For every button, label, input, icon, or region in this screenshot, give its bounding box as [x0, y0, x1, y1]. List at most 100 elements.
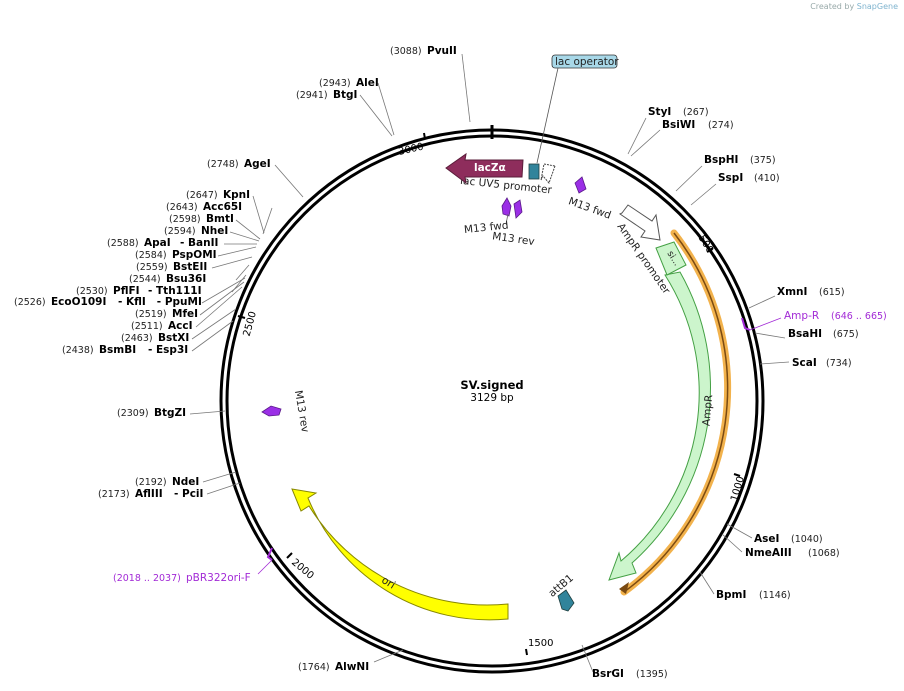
primer-ori-f-name: pBR322ori-F: [186, 572, 251, 584]
site-bsphi-pos: (375): [750, 155, 776, 166]
leader-ndei: [202, 471, 237, 483]
site-alei-pos: (2943): [319, 78, 351, 89]
site-ecoo109i-extra: - KflI - PpuMI: [118, 296, 202, 308]
site-styi-name: StyI: [648, 106, 671, 118]
primer-amp-r-name: Amp-R: [784, 310, 819, 322]
site-btgi-pos: (2941): [296, 90, 328, 101]
site-nhei-name: NheI: [201, 225, 228, 237]
leader-bsphi: [675, 165, 703, 192]
site-acc65i-name: Acc65I: [203, 201, 242, 213]
site-btgzi-pos: (2309): [117, 408, 149, 419]
site-bmti-name: BmtI: [206, 213, 234, 225]
leader-pvuii: [461, 53, 471, 123]
ampr-orf-line: [623, 232, 729, 593]
site-bsu36i-name: Bsu36I: [166, 273, 206, 285]
primer-amp-r-mark: [741, 317, 751, 331]
m13-fwd-label-pair: M13 fwd: [463, 219, 509, 236]
leader-bsmbi: [191, 320, 234, 352]
leader-btgzi: [189, 410, 226, 415]
site-bsphi-name: BspHI: [704, 154, 738, 166]
m13-rev-label-pair: M13 rev: [491, 230, 535, 248]
tick-mark-2500: [237, 315, 246, 319]
leader-afliii: [206, 482, 241, 495]
site-acci-pos: (2511): [131, 321, 163, 332]
lac-uv5-promoter-arrow: [540, 163, 556, 184]
site-pspomi-pos: (2584): [135, 250, 167, 261]
leader-styi: [627, 117, 647, 155]
tick-mark-2000: [286, 552, 293, 559]
leader-bpmi: [699, 571, 715, 595]
lac-operator-feature: [528, 163, 540, 180]
site-scai-name: ScaI: [792, 357, 817, 369]
signal-sequence: [655, 241, 687, 276]
site-bsahi-name: BsaHI: [788, 328, 822, 340]
ampr-orf-arrowhead: [619, 582, 629, 594]
plasmid-length: 3129 bp: [470, 392, 514, 404]
site-pvuii-pos: (3088): [390, 46, 422, 57]
leader-asei: [726, 523, 753, 539]
primer-ori-f-range: (2018 .. 2037): [113, 573, 181, 584]
site-afliii-extra: - PciI: [174, 488, 203, 500]
tick-label-2500: 2500: [242, 310, 259, 337]
primer-amp-r-range: (646 .. 665): [831, 311, 887, 322]
site-agei-pos: (2748): [207, 159, 239, 170]
primer-ori-f-mark: [266, 547, 273, 561]
leader-nhei: [229, 231, 260, 242]
site-bmti-pos: (2598): [169, 214, 201, 225]
leader-acci: [195, 286, 243, 328]
leader-btgi: [359, 94, 393, 137]
leader-kpni: [252, 195, 265, 234]
site-alwni-name: AlwNI: [335, 661, 369, 673]
primer-amp-r-leader: [749, 317, 782, 331]
site-bsrgi-pos: (1395): [636, 669, 668, 680]
site-bsmbi-pos: (2438): [62, 345, 94, 356]
site-bsmbi-extra: - Esp3I: [148, 344, 188, 356]
site-pspomi-name: PspOMI: [172, 249, 217, 261]
site-nmeaiii-name: NmeAIII: [745, 547, 792, 559]
tick-mark-1500: [525, 648, 528, 656]
site-bstxi-name: BstXI: [158, 332, 189, 344]
leader-nmeaiii: [721, 533, 743, 553]
site-kpni-name: KpnI: [223, 189, 250, 201]
site-ndei-pos: (2192): [135, 477, 167, 488]
site-agei-name: AgeI: [244, 158, 271, 170]
m13-fwd-label-right: M13 fwd: [567, 195, 613, 222]
site-bsu36i-pos: (2544): [129, 274, 161, 285]
leader-bsu36i: [235, 264, 250, 281]
leader-bsahi: [754, 332, 786, 339]
site-btgzi-name: BtgZI: [154, 407, 186, 419]
site-bsteii-name: BstEII: [173, 261, 207, 273]
site-bsahi-pos: (675): [833, 329, 859, 340]
site-scai-pos: (734): [826, 358, 852, 369]
lacza-arrow: [445, 152, 524, 185]
leader-alei: [377, 82, 395, 136]
site-mfei-pos: (2519): [135, 309, 167, 320]
m13-pair-leader: [505, 213, 509, 225]
site-apai-name: ApaI: [144, 237, 171, 249]
leader-sspi: [690, 183, 717, 206]
tick-label-1500: 1500: [528, 638, 553, 649]
leader-bsiwi: [630, 129, 661, 157]
site-acci-name: AccI: [168, 320, 192, 332]
site-bstxi-pos: (2463): [121, 333, 153, 344]
lac-operator-leader: [536, 67, 559, 164]
site-pflfi-name: PflFI: [113, 285, 140, 297]
plasmid-name: SV.signed: [460, 378, 523, 392]
tick-mark-3000: [423, 132, 426, 140]
site-nmeaiii-pos: (1068): [808, 548, 840, 559]
ampr-arrow: [608, 271, 711, 581]
site-nhei-pos: (2594): [164, 226, 196, 237]
site-xmni-pos: (615): [819, 287, 845, 298]
site-asei-name: AseI: [754, 533, 779, 545]
leader-mfei: [199, 281, 245, 316]
site-pflfi-extra: - Tth111I: [148, 285, 202, 297]
attb1-arrow: [557, 589, 575, 612]
leader-bsrgi: [581, 644, 594, 673]
tick-mark-500: [706, 247, 714, 253]
ampr-promoter-arrow: [619, 204, 661, 241]
m13-fwd-arrow-right: [574, 176, 587, 194]
m13-fwd-arrow-pair: [501, 197, 512, 217]
site-acc65i-pos: (2643): [166, 202, 198, 213]
site-bsrgi-name: BsrGI: [592, 668, 624, 680]
